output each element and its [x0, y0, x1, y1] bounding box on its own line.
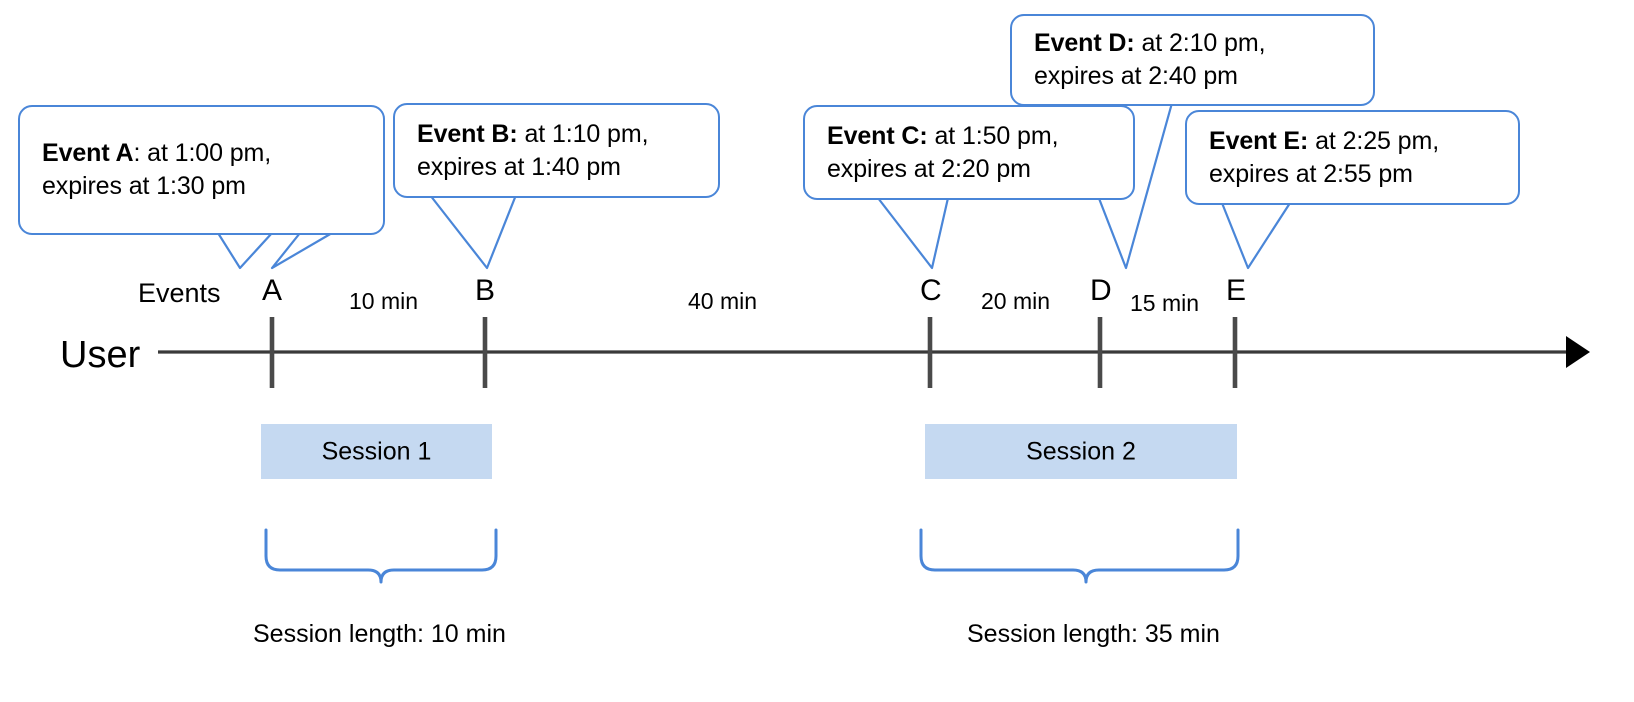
- session-bar-1-label: Session 1: [321, 437, 432, 465]
- axis-events-label: Events: [138, 278, 221, 308]
- callout-event-a-sep: :: [133, 138, 141, 167]
- session-2-caption: Session length: 35 min: [967, 620, 1220, 648]
- callout-event-e-line1: at 2:25 pm,: [1308, 126, 1440, 155]
- tick-label-a: A: [262, 274, 283, 307]
- callout-event-c-line1: at 1:50 pm,: [927, 121, 1059, 150]
- callout-event-d-line1: at 2:10 pm,: [1134, 28, 1266, 57]
- axis-arrowhead: [1566, 336, 1590, 368]
- callout-tail-b: [428, 193, 518, 270]
- interval-label-bc: 40 min: [688, 288, 758, 314]
- callout-event-e[interactable]: Event E: at 2:25 pm, expires at 2:55 pm: [1185, 110, 1520, 205]
- callout-event-a-title: Event A: [42, 138, 134, 167]
- callout-event-b-title: Event B:: [417, 119, 518, 148]
- callout-event-a-line1: at 1:00 pm,: [140, 138, 272, 167]
- interval-label-ab: 10 min: [349, 288, 419, 314]
- interval-label-de: 15 min: [1130, 290, 1200, 316]
- session-1-caption: Session length: 10 min: [253, 620, 506, 648]
- callout-event-d[interactable]: Event D: at 2:10 pm, expires at 2:40 pm: [1010, 14, 1375, 106]
- callout-tail-a: [216, 231, 274, 270]
- interval-label-cd: 20 min: [981, 288, 1051, 314]
- callout-event-a-line2: expires at 1:30 pm: [42, 172, 246, 200]
- callout-event-c-title: Event C:: [827, 121, 928, 150]
- session-bar-2-label: Session 2: [1026, 437, 1136, 465]
- tick-label-d: D: [1090, 274, 1112, 307]
- callout-tail-e: [1220, 201, 1292, 270]
- session-bar-2[interactable]: Session 2: [925, 424, 1237, 479]
- callout-event-a-text: Event A: at 1:00 pm, expires at 1:30 pm: [42, 137, 369, 204]
- callout-event-c-line2: expires at 2:20 pm: [827, 154, 1031, 183]
- callout-tail-a2: [270, 231, 334, 270]
- callout-event-b-line2: expires at 1:40 pm: [417, 152, 621, 181]
- tick-label-e: E: [1226, 274, 1247, 307]
- callout-event-b[interactable]: Event B: at 1:10 pm, expires at 1:40 pm: [393, 103, 720, 198]
- session-bar-1[interactable]: Session 1: [261, 424, 492, 479]
- callout-event-e-line2: expires at 2:55 pm: [1209, 159, 1413, 188]
- callout-event-a[interactable]: Event A: at 1:00 pm, expires at 1:30 pm: [18, 105, 385, 235]
- axis-user-label: User: [60, 334, 141, 376]
- brace-session-2: [919, 528, 1240, 584]
- callout-event-e-text: Event E: at 2:25 pm, expires at 2:55 pm: [1209, 124, 1504, 191]
- callout-event-d-text: Event D: at 2:10 pm, expires at 2:40 pm: [1034, 27, 1359, 94]
- timeline-ticks: [269, 317, 1238, 388]
- callout-event-c[interactable]: Event C: at 1:50 pm, expires at 2:20 pm: [803, 105, 1135, 200]
- callout-event-c-text: Event C: at 1:50 pm, expires at 2:20 pm: [827, 119, 1119, 186]
- callout-tail-c: [876, 196, 950, 270]
- callout-event-d-line2: expires at 2:40 pm: [1034, 62, 1238, 90]
- brace-session-1: [264, 528, 498, 584]
- tick-label-b: B: [475, 274, 496, 307]
- tick-label-c: C: [920, 274, 942, 307]
- callout-event-e-title: Event E:: [1209, 126, 1309, 155]
- callout-event-d-title: Event D:: [1034, 28, 1135, 57]
- callout-event-b-text: Event B: at 1:10 pm, expires at 1:40 pm: [417, 117, 704, 184]
- callout-event-b-line1: at 1:10 pm,: [517, 119, 649, 148]
